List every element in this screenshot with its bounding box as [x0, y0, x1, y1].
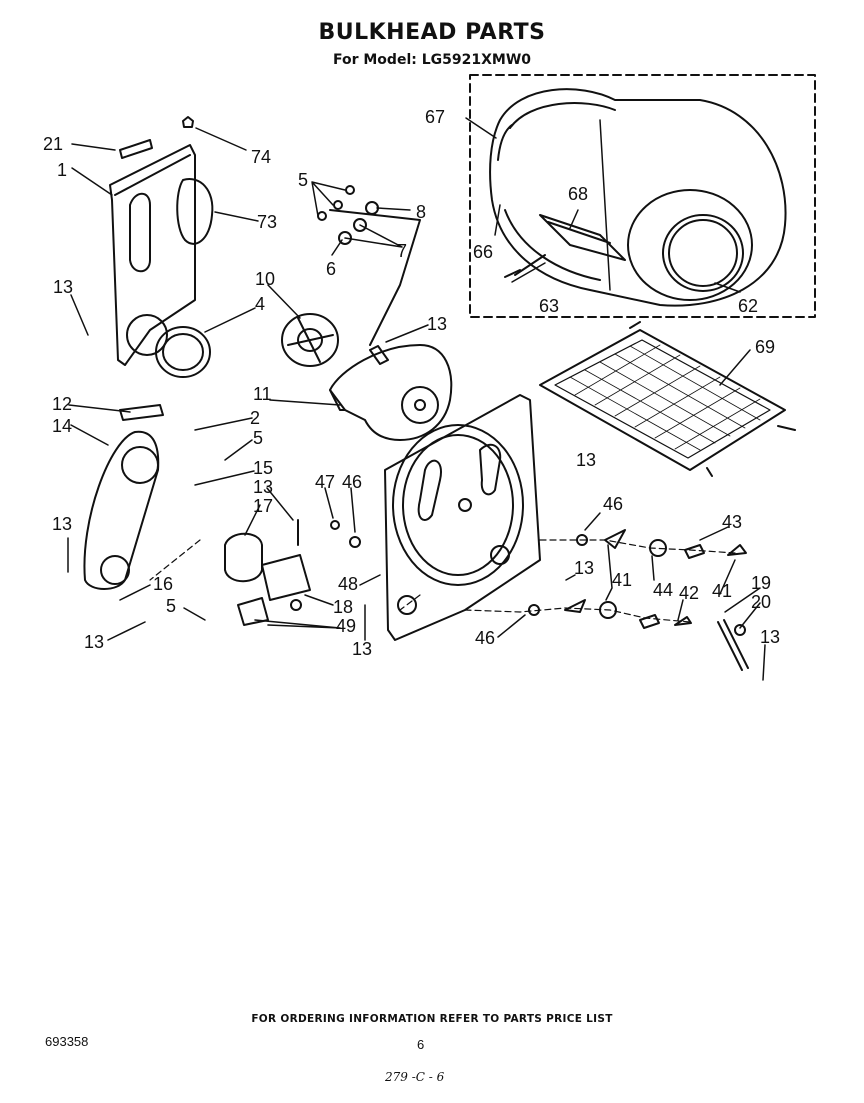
callout-16: 16	[153, 574, 173, 594]
callout-41a: 41	[612, 570, 632, 590]
gasket-4	[155, 326, 211, 378]
callout-7: 7	[397, 241, 407, 261]
lint-screen	[539, 321, 796, 477]
callout-13a: 13	[53, 277, 73, 297]
callout-44: 44	[653, 580, 673, 600]
blower-assembly	[281, 209, 453, 441]
door-hardware	[330, 520, 749, 671]
callout-11: 11	[253, 384, 272, 404]
callout-49: 49	[336, 616, 356, 636]
impeller-10	[281, 313, 339, 367]
callout-15: 15	[253, 458, 273, 478]
callout-68: 68	[568, 184, 588, 204]
callout-21: 21	[43, 134, 63, 154]
seal-strip-21	[119, 139, 153, 159]
callout-4: 4	[255, 294, 265, 314]
page-title: BULKHEAD PARTS	[318, 20, 546, 45]
nut-74	[182, 116, 194, 128]
callout-48: 48	[338, 574, 358, 594]
ordering-note: FOR ORDERING INFORMATION REFER TO PARTS …	[251, 1013, 613, 1025]
callout-74: 74	[251, 147, 271, 167]
drum-dashed-box	[469, 74, 816, 318]
callout-13g: 13	[84, 632, 104, 652]
callout-14: 14	[52, 416, 72, 436]
front-bulkhead	[384, 394, 541, 641]
callout-19: 19	[751, 573, 771, 593]
callout-46a: 46	[342, 472, 362, 492]
callout-18: 18	[333, 597, 353, 617]
document-number: 693358	[45, 1034, 89, 1049]
connector-lines	[149, 539, 736, 623]
callout-63: 63	[539, 296, 559, 316]
callout-47: 47	[315, 472, 335, 492]
callout-12: 12	[52, 394, 72, 414]
callout-5c: 5	[166, 596, 176, 616]
callout-69: 69	[755, 337, 775, 357]
callout-2: 2	[250, 408, 260, 428]
callout-41b: 41	[712, 581, 732, 601]
callout-20: 20	[751, 592, 771, 612]
page-number: 6	[417, 1037, 425, 1052]
drum-assembly	[469, 74, 816, 318]
model-subtitle: For Model: LG5921XMW0	[332, 52, 532, 68]
callout-73: 73	[257, 212, 277, 232]
leader-lines	[67, 117, 766, 681]
callout-13h-mid: 13	[352, 639, 372, 659]
callout-6: 6	[326, 259, 336, 279]
callout-46c: 46	[475, 628, 495, 648]
callout-1: 1	[57, 160, 67, 180]
callout-labels: 67 68 66 63 62 21 1 74 73 5 8 7 6 13 10 …	[43, 107, 780, 659]
callout-10: 10	[255, 269, 275, 289]
callout-13f: 13	[574, 558, 594, 578]
gasket-73	[176, 178, 214, 245]
callout-13d: 13	[253, 477, 273, 497]
callout-42: 42	[679, 583, 699, 603]
callout-5a: 5	[298, 170, 308, 190]
callout-62: 62	[738, 296, 758, 316]
callout-8: 8	[416, 202, 426, 222]
drive-motor	[224, 519, 311, 626]
callout-17: 17	[253, 496, 273, 516]
callout-43: 43	[722, 512, 742, 532]
callout-13h-right: 13	[760, 627, 780, 647]
callout-13c: 13	[576, 450, 596, 470]
callout-13b: 13	[427, 314, 447, 334]
callout-46b: 46	[603, 494, 623, 514]
rear-panel	[109, 116, 214, 378]
callout-67: 67	[425, 107, 445, 127]
callout-5b: 5	[253, 428, 263, 448]
callout-13e: 13	[52, 514, 72, 534]
handwritten-note: 279 -C - 6	[385, 1070, 445, 1084]
callout-66: 66	[473, 242, 493, 262]
belt-assembly	[83, 404, 164, 590]
